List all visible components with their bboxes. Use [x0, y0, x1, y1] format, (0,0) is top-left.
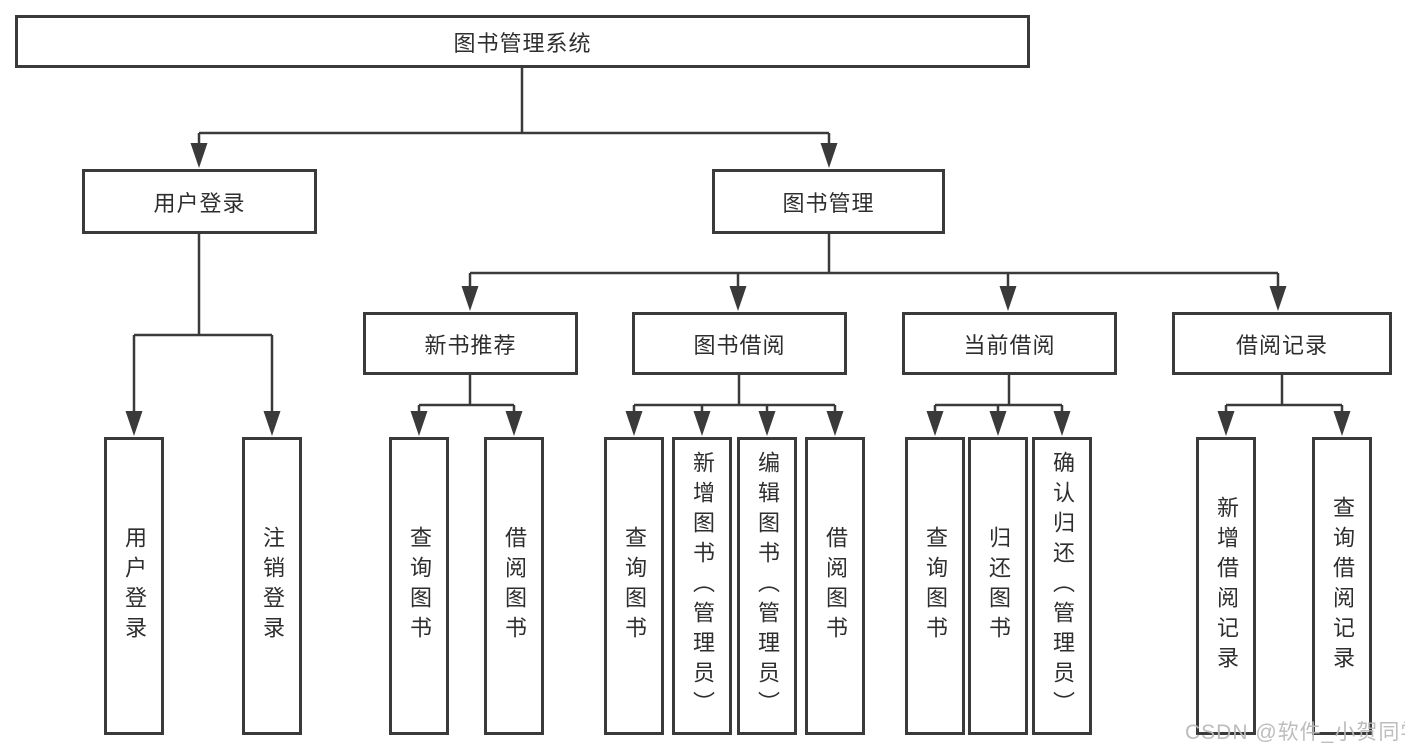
node-book-borrowing-label: 图书借阅 [693, 332, 786, 358]
leaf-query-books-2-label: 查询图书 [622, 526, 647, 646]
leaf-logout: 注销登录 [242, 437, 302, 735]
leaf-query-books-2: 查询图书 [604, 437, 664, 735]
node-user-login: 用户登录 [82, 169, 317, 234]
leaf-query-books-1-label: 查询图书 [407, 526, 432, 646]
node-book-borrowing: 图书借阅 [632, 312, 847, 375]
leaf-borrow-books-1: 借阅图书 [484, 437, 544, 735]
leaf-add-books-admin: 新增图书（管理员） [672, 437, 732, 735]
arrowhead-icons [125, 143, 1351, 436]
leaf-return-books-label: 归还图书 [986, 526, 1011, 646]
node-user-login-label: 用户登录 [153, 190, 246, 216]
node-new-book-recommend-label: 新书推荐 [424, 332, 517, 358]
leaf-logout-label: 注销登录 [260, 526, 285, 646]
node-library-system: 图书管理系统 [15, 15, 1030, 68]
leaf-add-borrow-record-label: 新增借阅记录 [1214, 496, 1239, 676]
leaf-query-borrow-record-label: 查询借阅记录 [1330, 496, 1355, 676]
node-book-management-label: 图书管理 [782, 190, 875, 216]
node-current-borrowing: 当前借阅 [902, 312, 1117, 375]
leaf-confirm-return-admin-label: 确认归还（管理员） [1050, 451, 1075, 721]
leaf-edit-books-admin: 编辑图书（管理员） [737, 437, 797, 735]
csdn-watermark: CSDN @软件_小贺同学 [1185, 721, 1405, 744]
leaf-add-books-admin-label: 新增图书（管理员） [690, 451, 715, 721]
leaf-return-books: 归还图书 [968, 437, 1028, 735]
node-borrowing-records-label: 借阅记录 [1235, 332, 1328, 358]
leaf-query-borrow-record: 查询借阅记录 [1312, 437, 1372, 735]
leaf-query-books-3: 查询图书 [905, 437, 965, 735]
node-current-borrowing-label: 当前借阅 [963, 332, 1056, 358]
leaf-confirm-return-admin: 确认归还（管理员） [1032, 437, 1092, 735]
node-new-book-recommend: 新书推荐 [363, 312, 578, 375]
node-book-management: 图书管理 [712, 169, 945, 234]
leaf-query-books-3-label: 查询图书 [923, 526, 948, 646]
leaf-user-login-label: 用户登录 [122, 526, 147, 646]
leaf-edit-books-admin-label: 编辑图书（管理员） [755, 451, 780, 721]
leaf-query-books-1: 查询图书 [389, 437, 449, 735]
leaf-add-borrow-record: 新增借阅记录 [1196, 437, 1256, 735]
leaf-borrow-books-1-label: 借阅图书 [502, 526, 527, 646]
leaf-user-login: 用户登录 [104, 437, 164, 735]
node-library-system-label: 图书管理系统 [453, 30, 592, 56]
leaf-borrow-books-2-label: 借阅图书 [823, 526, 848, 646]
node-borrowing-records: 借阅记录 [1172, 312, 1392, 375]
leaf-borrow-books-2: 借阅图书 [805, 437, 865, 735]
